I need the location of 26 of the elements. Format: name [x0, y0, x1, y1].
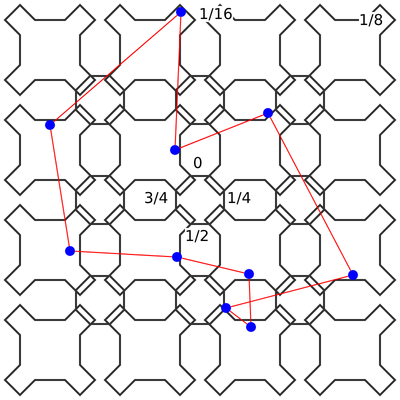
connector-line — [270, 116, 352, 272]
point-marker — [348, 270, 358, 280]
connector-line — [74, 250, 172, 258]
fraction-label: 3/4 — [144, 190, 168, 206]
connector-line — [229, 310, 248, 324]
connector-line — [53, 14, 178, 122]
point-marker — [45, 120, 55, 130]
fraction-label: 1/4 — [227, 190, 252, 206]
connector-line — [179, 114, 264, 149]
point-marker — [65, 246, 75, 256]
fraction-label: 0 — [193, 155, 203, 171]
point-marker — [263, 108, 273, 118]
point-marker — [246, 322, 256, 332]
fraction-label: 1/8 — [359, 12, 384, 28]
point-marker — [172, 252, 182, 262]
connector-line — [230, 276, 349, 308]
point-marker — [244, 269, 254, 279]
connector-line — [181, 258, 245, 274]
connector-line — [50, 129, 70, 247]
point-marker — [221, 303, 231, 313]
connector-line — [174, 16, 182, 146]
point-marker — [176, 7, 186, 17]
point-marker — [170, 145, 180, 155]
fraction-label: 1/2 — [185, 228, 210, 244]
connector-line — [248, 278, 252, 322]
fraction-label: 1/16 — [199, 6, 233, 22]
